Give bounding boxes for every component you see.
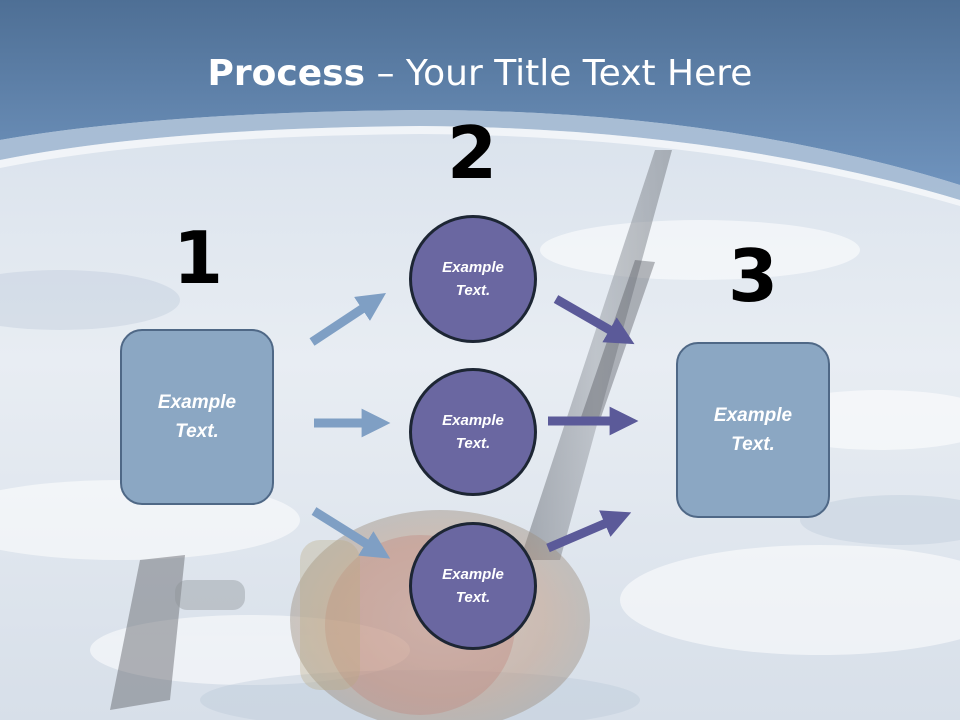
arrow-top-to-right [553, 295, 635, 345]
circle-top-label: Example Text. [442, 259, 504, 299]
title-rest: – Your Title Text Here [365, 53, 753, 94]
arrow-left-to-bottom [311, 507, 391, 559]
arrow-bottom-to-right [546, 510, 632, 553]
step-number-1: 1 [172, 216, 224, 300]
slide-title: Process – Your Title Text Here [0, 52, 960, 96]
process-circle-middle: Example Text. [409, 368, 537, 496]
left-process-box: Example Text. [120, 329, 274, 505]
circle-bottom-label: Example Text. [442, 566, 504, 606]
process-circle-top: Example Text. [409, 215, 537, 343]
title-strong: Process [207, 53, 366, 94]
step-number-3: 3 [727, 234, 779, 318]
right-box-label: Example Text. [713, 405, 793, 455]
left-box-label: Example Text. [157, 392, 237, 442]
process-circle-bottom: Example Text. [409, 522, 537, 650]
circle-middle-label: Example Text. [442, 412, 504, 452]
arrow-left-to-top [309, 293, 387, 346]
step-number-2: 2 [446, 111, 498, 195]
right-process-box: Example Text. [676, 342, 830, 518]
